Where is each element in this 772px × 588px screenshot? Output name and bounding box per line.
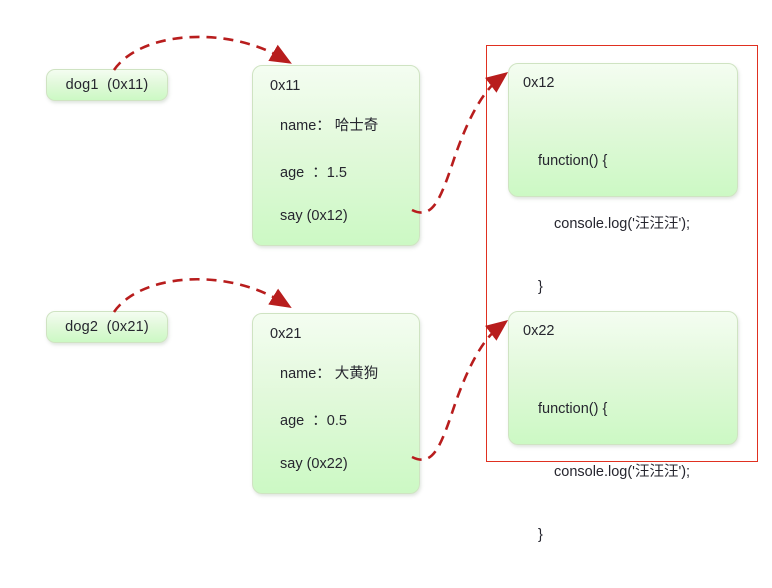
- function-box-0x22-address: 0x22: [523, 323, 555, 339]
- function-box-0x12[interactable]: 0x12 function() { console.log('汪汪汪'); }: [508, 63, 738, 295]
- code-line-console-log: console.log('汪汪汪');: [554, 216, 691, 232]
- object-box-0x11[interactable]: 0x11 name： 哈士奇 age ：1.5 say (0x12): [252, 65, 420, 246]
- diagram-canvas: dog1 (0x11) dog2 (0x21) 0x11 name： 哈士奇 a…: [46, 35, 758, 543]
- function-box-0x22[interactable]: 0x22 function() { console.log('汪汪汪'); }: [508, 311, 738, 543]
- object-property-name: name： 哈士奇: [280, 118, 379, 134]
- object-box-0x21-properties: name： 大黄狗 age ：0.5 say (0x22): [280, 362, 411, 498]
- function-box-0x22-code: function() { console.log('汪汪汪'); }: [538, 357, 690, 588]
- arrow-dog2-to-object-0x21: [112, 278, 292, 313]
- code-line-console-log: console.log('汪汪汪');: [554, 464, 691, 480]
- object-property-age: age ：0.5: [280, 413, 347, 429]
- object-box-0x11-address: 0x11: [270, 78, 301, 94]
- function-box-0x12-code: function() { console.log('汪汪汪'); }: [538, 109, 690, 340]
- object-property-say: say (0x22): [280, 456, 348, 472]
- object-box-0x21-address: 0x21: [270, 326, 302, 342]
- function-box-0x12-address: 0x12: [523, 75, 555, 91]
- variable-pill-dog2-label: dog2 (0x21): [65, 319, 149, 335]
- variable-pill-dog2[interactable]: dog2 (0x21): [46, 311, 168, 343]
- code-line-close-brace: }: [538, 279, 543, 295]
- code-line-signature: function() {: [538, 401, 608, 417]
- object-property-name: name： 大黄狗: [280, 366, 379, 382]
- code-line-signature: function() {: [538, 153, 608, 169]
- object-box-0x21[interactable]: 0x21 name： 大黄狗 age ：0.5 say (0x22): [252, 313, 420, 494]
- code-line-close-brace: }: [538, 527, 543, 543]
- object-property-say: say (0x12): [280, 208, 348, 224]
- variable-pill-dog1-label: dog1 (0x11): [65, 77, 149, 93]
- shared-function-group-rect: [486, 45, 758, 462]
- variable-pill-dog1[interactable]: dog1 (0x11): [46, 69, 168, 101]
- object-box-0x11-properties: name： 哈士奇 age ：1.5 say (0x12): [280, 114, 411, 250]
- object-property-age: age ：1.5: [280, 165, 347, 181]
